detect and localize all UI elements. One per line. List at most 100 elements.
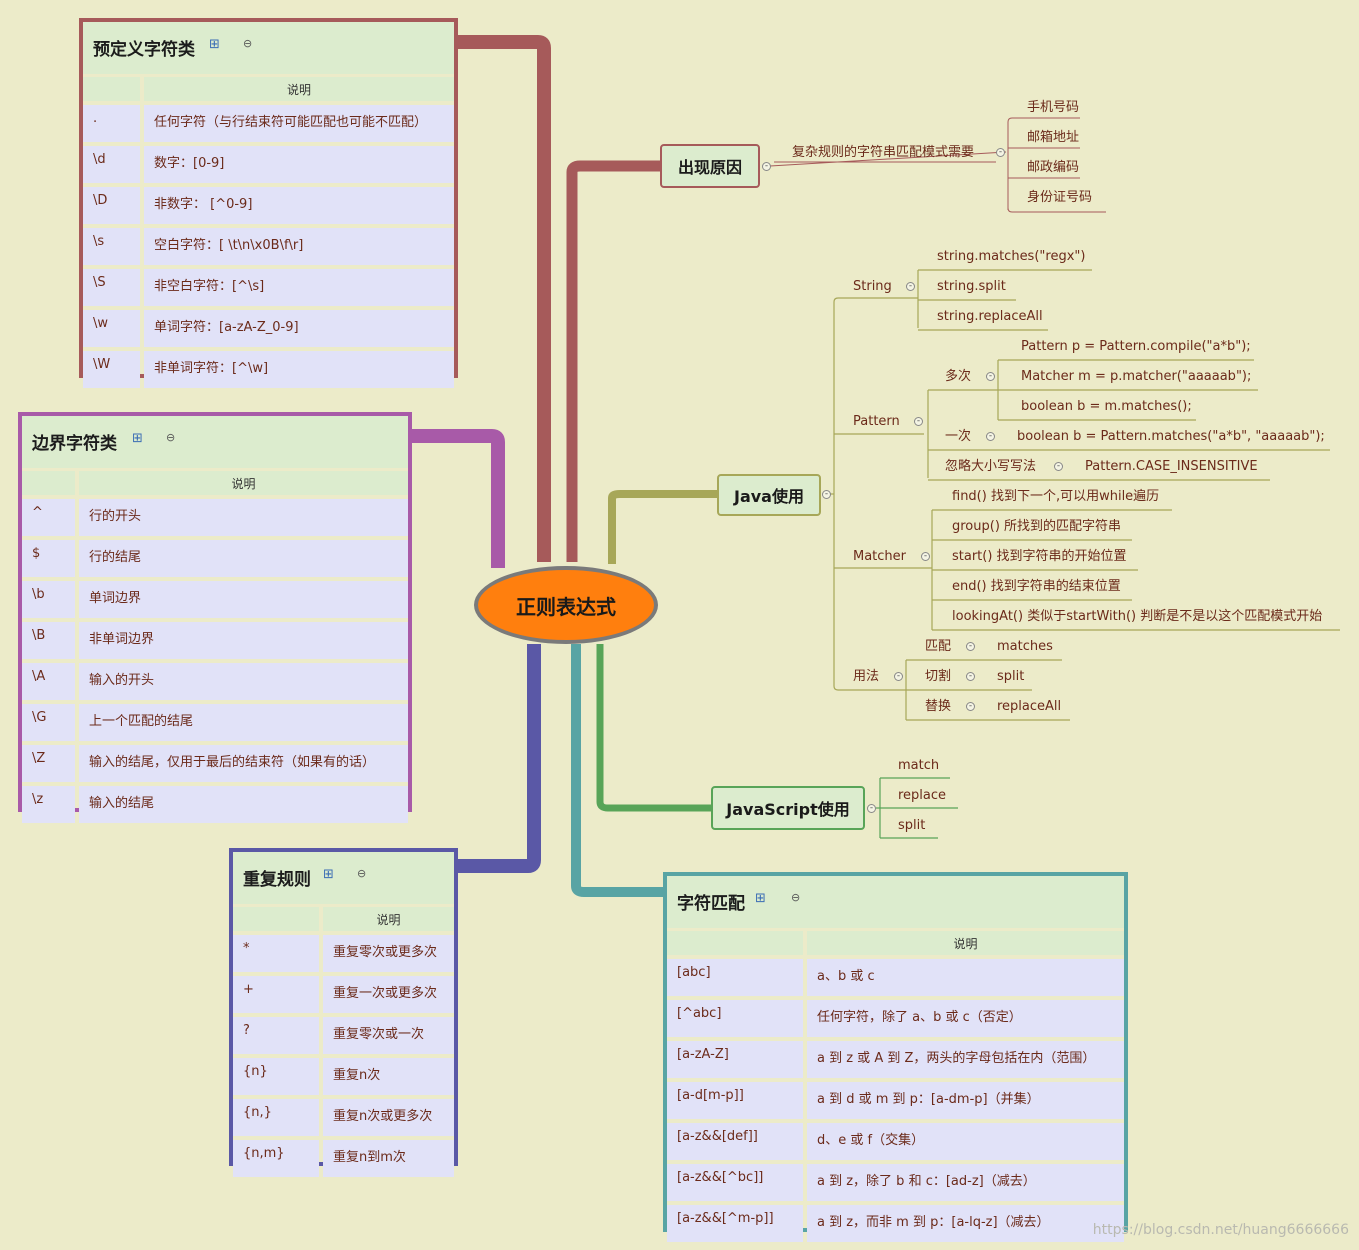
table-cell-value: 输入的开头: [79, 663, 408, 700]
usage-value[interactable]: replaceAll: [997, 699, 1062, 714]
minus-circle-icon[interactable]: -: [822, 490, 831, 499]
matcher-item[interactable]: group() 所找到的匹配字符串: [952, 519, 1122, 534]
table-column-header: 说明: [79, 471, 408, 495]
minus-circle-icon[interactable]: -: [966, 702, 975, 711]
java-string-node[interactable]: String: [853, 279, 892, 294]
usage-key[interactable]: 切割: [925, 669, 952, 684]
pattern-ignore-item[interactable]: Pattern.CASE_INSENSITIVE: [1085, 459, 1258, 474]
reason-item[interactable]: 邮政编码: [1027, 160, 1080, 175]
pattern-multi-item[interactable]: Matcher m = p.matcher("aaaaab");: [1021, 369, 1252, 384]
table-cell-value: 重复n次或更多次: [323, 1099, 454, 1136]
table-cell-value: 任何字符（与行结束符可能匹配也可能不匹配）: [144, 105, 454, 142]
reason-item[interactable]: 邮箱地址: [1027, 130, 1080, 145]
table-cell-key: ^: [22, 499, 75, 536]
table-column-header: 说明: [807, 931, 1124, 955]
table-cell-value: 单词字符：[a-zA-Z_0-9]: [144, 310, 454, 347]
table-header: 重复规则 ⊞ ⊖: [233, 852, 454, 904]
table-cell-key: [abc]: [667, 959, 803, 996]
minus-circle-icon[interactable]: ⊖: [166, 431, 176, 444]
java-string-item[interactable]: string.split: [937, 279, 1006, 294]
java-usage-node[interactable]: 用法: [853, 669, 880, 684]
minus-circle-icon[interactable]: -: [914, 417, 923, 426]
minus-circle-icon[interactable]: ⊖: [357, 867, 367, 880]
usage-value[interactable]: matches: [997, 639, 1053, 654]
table-cell-key: [a-z&&[^bc]]: [667, 1164, 803, 1201]
table-cell-value: 数字：[0-9]: [144, 146, 454, 183]
matcher-item[interactable]: find() 找到下一个,可以用while遍历: [952, 489, 1160, 504]
minus-circle-icon[interactable]: -: [867, 804, 876, 813]
java-pattern-node[interactable]: Pattern: [853, 414, 900, 429]
javascript-topic[interactable]: JavaScript使用: [711, 786, 865, 830]
table-cell-value: 非单词边界: [79, 622, 408, 659]
table-cell-value: 重复n次: [323, 1058, 454, 1095]
table-cell-key: {n}: [233, 1058, 319, 1095]
usage-key[interactable]: 替换: [925, 699, 952, 714]
table-cell-key: \Z: [22, 745, 75, 782]
matcher-item[interactable]: end() 找到字符串的结束位置: [952, 579, 1121, 594]
table-cell-key: [^abc]: [667, 1000, 803, 1037]
minus-circle-icon[interactable]: -: [906, 282, 915, 291]
pattern-multi-item[interactable]: Pattern p = Pattern.compile("a*b");: [1021, 339, 1251, 354]
minus-circle-icon[interactable]: -: [996, 148, 1005, 157]
table-cell-key: [a-z&&[^m-p]]: [667, 1205, 803, 1242]
matcher-item[interactable]: start() 找到字符串的开始位置: [952, 549, 1127, 564]
table-cell-key: \D: [83, 187, 140, 224]
minus-circle-icon[interactable]: -: [986, 432, 995, 441]
table-cell-value: a、b 或 c: [807, 959, 1124, 996]
minus-circle-icon[interactable]: -: [986, 372, 995, 381]
table-icon[interactable]: ⊞: [323, 867, 334, 882]
minus-circle-icon[interactable]: -: [1054, 462, 1063, 471]
table-cell-key: \s: [83, 228, 140, 265]
reason-item[interactable]: 手机号码: [1027, 100, 1080, 115]
table-cell-key: *: [233, 935, 319, 972]
table-title: 边界字符类: [32, 434, 117, 454]
reason-subtopic[interactable]: 复杂规则的字符串匹配模式需要: [792, 145, 975, 160]
table-cell-value: 重复一次或更多次: [323, 976, 454, 1013]
table-cell-value: 空白字符：[ \t\n\x0B\f\r]: [144, 228, 454, 265]
minus-circle-icon[interactable]: ⊖: [791, 891, 801, 904]
pattern-multi-item[interactable]: boolean b = m.matches();: [1021, 399, 1192, 414]
table-cell-key: \b: [22, 581, 75, 618]
table-header: 预定义字符类 ⊞ ⊖: [83, 22, 454, 74]
table-cell-key: [a-d[m-p]]: [667, 1082, 803, 1119]
java-matcher-node[interactable]: Matcher: [853, 549, 907, 564]
table-cell-key: \G: [22, 704, 75, 741]
usage-key[interactable]: 匹配: [925, 639, 952, 654]
pattern-multi-node[interactable]: 多次: [945, 369, 972, 384]
minus-circle-icon[interactable]: -: [921, 552, 930, 561]
minus-circle-icon[interactable]: -: [966, 642, 975, 651]
javascript-item[interactable]: match: [898, 758, 940, 773]
minus-circle-icon[interactable]: -: [966, 672, 975, 681]
table-cell-value: a 到 d 或 m 到 p：[a-dm-p]（并集）: [807, 1082, 1124, 1119]
minus-circle-icon[interactable]: ⊖: [243, 37, 253, 50]
table-cell-value: 重复n到m次: [323, 1140, 454, 1177]
table-icon[interactable]: ⊞: [132, 431, 143, 446]
reason-topic[interactable]: 出现原因: [660, 144, 760, 188]
table-icon[interactable]: ⊞: [755, 891, 766, 906]
java-topic[interactable]: Java使用: [717, 474, 821, 516]
java-string-item[interactable]: string.replaceAll: [937, 309, 1043, 324]
usage-value[interactable]: split: [997, 669, 1025, 684]
table-cell-value: 重复零次或更多次: [323, 935, 454, 972]
matcher-item[interactable]: lookingAt() 类似于startWith() 判断是不是以这个匹配模式开…: [952, 609, 1323, 624]
center-topic[interactable]: 正则表达式: [474, 566, 658, 644]
table-cell-key: ?: [233, 1017, 319, 1054]
pattern-once-node[interactable]: 一次: [945, 429, 972, 444]
table-icon[interactable]: ⊞: [209, 37, 220, 52]
pattern-once-item[interactable]: boolean b = Pattern.matches("a*b", "aaaa…: [1017, 429, 1325, 444]
table-cell-key: \z: [22, 786, 75, 823]
pattern-ignore-node[interactable]: 忽略大小写写法: [945, 459, 1037, 474]
watermark: https://blog.csdn.net/huang6666666: [1092, 1222, 1349, 1238]
javascript-item[interactable]: replace: [898, 788, 947, 803]
minus-circle-icon[interactable]: -: [894, 672, 903, 681]
table-cell-key: \S: [83, 269, 140, 306]
java-string-item[interactable]: string.matches("regx"): [937, 249, 1086, 264]
table-cell-key: +: [233, 976, 319, 1013]
reason-item[interactable]: 身份证号码: [1027, 190, 1093, 205]
javascript-item[interactable]: split: [898, 818, 926, 833]
minus-circle-icon[interactable]: -: [762, 162, 771, 171]
table-cell-key: \W: [83, 351, 140, 388]
repeat-rule-table: 重复规则 ⊞ ⊖ 说明*重复零次或更多次+重复一次或更多次?重复零次或一次{n}…: [229, 848, 458, 1177]
